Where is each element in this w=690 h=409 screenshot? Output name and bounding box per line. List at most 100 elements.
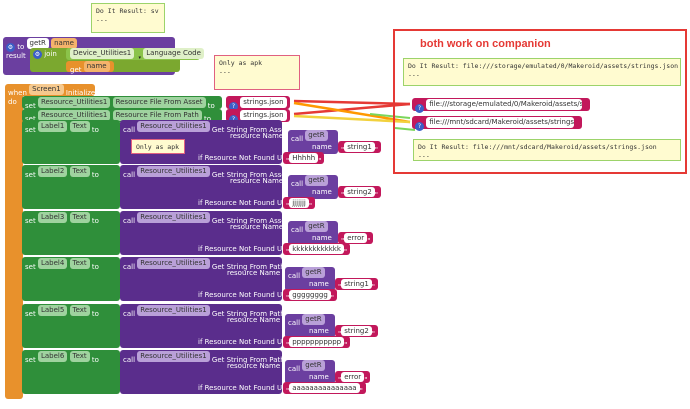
resource-name-value[interactable]: error bbox=[341, 372, 365, 382]
strings-json-path[interactable]: ? strings.json bbox=[226, 109, 290, 124]
gear-icon: ⚙ bbox=[6, 42, 15, 52]
procedure-name-field[interactable]: getR bbox=[26, 38, 49, 49]
set-label-text: set Label5 Text to bbox=[25, 305, 99, 320]
device-comp-dropdown[interactable]: Device_Utilities1 bbox=[70, 48, 135, 59]
set-label-text: set Label2 Text to bbox=[25, 166, 99, 181]
procedure-header: ⚙ to getR name bbox=[6, 38, 77, 53]
fallback-value[interactable]: kkkkkkkkkkkk bbox=[289, 244, 344, 254]
param-name[interactable]: name bbox=[51, 38, 77, 49]
label-component-dropdown[interactable]: Label6 bbox=[37, 351, 68, 362]
text-property-dropdown[interactable]: Text bbox=[69, 258, 90, 269]
initialize-event: Initialize bbox=[65, 89, 96, 97]
getR-dropdown[interactable]: getR bbox=[302, 314, 325, 325]
only-as-apk-note-top: Only as apk --- bbox=[214, 55, 300, 90]
resource-comp-dropdown[interactable]: Resource_Utilities1 bbox=[37, 97, 111, 108]
call-getR-header: call getR bbox=[291, 175, 328, 190]
do-keyword: do bbox=[8, 98, 17, 106]
resource-comp-dropdown[interactable]: Resource_Utilities1 bbox=[137, 351, 210, 362]
label-component-dropdown[interactable]: Label4 bbox=[37, 258, 68, 269]
asset-property-dropdown[interactable]: Resource File From Asset bbox=[112, 97, 206, 108]
resource-name-string[interactable]: "error" bbox=[338, 232, 374, 245]
path-sdcard-text[interactable]: file:///mnt/sdcard/Makeroid/assets/strin… bbox=[426, 117, 575, 128]
resource-name-label: resource Name bbox=[230, 223, 284, 231]
fallback-value[interactable]: gggggggg bbox=[289, 290, 331, 300]
call-getR-header: call getR bbox=[288, 314, 325, 329]
fallback-string[interactable]: "Hhhhh" bbox=[283, 152, 325, 165]
quote-open: " bbox=[286, 157, 290, 165]
getR-dropdown[interactable]: getR bbox=[305, 221, 328, 232]
resource-name-value[interactable]: string2 bbox=[341, 326, 372, 336]
get-name-dropdown[interactable]: name bbox=[83, 61, 110, 72]
quote-open: " bbox=[286, 202, 290, 210]
resource-name-value[interactable]: string1 bbox=[344, 142, 375, 152]
screen-dropdown[interactable]: Screen1 bbox=[29, 84, 64, 95]
resource-name-value[interactable]: string2 bbox=[344, 187, 375, 197]
fallback-string[interactable]: "ppppppppppp" bbox=[283, 336, 351, 349]
path-storage-block[interactable]: ? file:///storage/emulated/0/Makeroid/as… bbox=[412, 98, 590, 113]
fallback-value[interactable]: aaaaaaaaaaaaaaa bbox=[289, 383, 360, 393]
text-property-dropdown[interactable]: Text bbox=[69, 351, 90, 362]
label-component-dropdown[interactable]: Label1 bbox=[37, 121, 68, 132]
not-found-label: if Resource Not Found Use bbox=[198, 199, 291, 207]
set-asset-file-text: set Resource_Utilities1 Resource File Fr… bbox=[25, 97, 215, 112]
call-keyword: call bbox=[123, 356, 136, 364]
strings-json-path-text[interactable]: strings.json bbox=[240, 110, 287, 121]
strings-json-asset-text[interactable]: strings.json bbox=[240, 97, 287, 108]
resource-comp-dropdown[interactable]: Resource_Utilities1 bbox=[37, 110, 111, 121]
set-keyword: set bbox=[25, 263, 36, 271]
getR-dropdown[interactable]: getR bbox=[302, 267, 325, 278]
resource-name-string[interactable]: "string2" bbox=[335, 325, 379, 338]
call-keyword: call bbox=[288, 365, 301, 373]
text-property-dropdown[interactable]: Text bbox=[69, 305, 90, 316]
join-label: join bbox=[44, 50, 57, 58]
label-component-dropdown[interactable]: Label2 bbox=[37, 166, 68, 177]
call-keyword: call bbox=[123, 263, 136, 271]
not-found-label: if Resource Not Found Use bbox=[198, 338, 291, 346]
resource-name-value[interactable]: error bbox=[344, 233, 368, 243]
language-code-dropdown[interactable]: Language Code bbox=[143, 48, 204, 59]
resource-comp-dropdown[interactable]: Resource_Utilities1 bbox=[137, 166, 210, 177]
fallback-value[interactable]: jjjjjjj bbox=[289, 198, 309, 208]
quote-open: " bbox=[286, 387, 290, 395]
path-sdcard-block[interactable]: ? file:///mnt/sdcard/Makeroid/assets/str… bbox=[412, 116, 582, 131]
fallback-value[interactable]: ppppppppppp bbox=[289, 337, 345, 347]
label-component-dropdown[interactable]: Label3 bbox=[37, 212, 68, 223]
quote-close: " bbox=[318, 157, 322, 165]
method-name: Get String From Path bbox=[211, 356, 285, 364]
resource-comp-dropdown[interactable]: Resource_Utilities1 bbox=[137, 212, 210, 223]
quote-open: " bbox=[338, 376, 342, 384]
getR-dropdown[interactable]: getR bbox=[305, 175, 328, 186]
fallback-value[interactable]: Hhhhh bbox=[289, 153, 319, 163]
text-property-dropdown[interactable]: Text bbox=[69, 121, 90, 132]
resource-name-string[interactable]: "error" bbox=[335, 371, 371, 384]
getR-dropdown[interactable]: getR bbox=[305, 130, 328, 141]
path-storage-text[interactable]: file:///storage/emulated/0/Makeroid/asse… bbox=[426, 99, 583, 110]
strings-json-asset[interactable]: ? strings.json bbox=[226, 96, 290, 111]
fallback-string[interactable]: "jjjjjjj" bbox=[283, 197, 316, 210]
set-keyword: set bbox=[25, 102, 36, 110]
resource-name-value[interactable]: string1 bbox=[341, 279, 372, 289]
to-keyword: to bbox=[91, 356, 99, 364]
fallback-string[interactable]: "aaaaaaaaaaaaaaa" bbox=[283, 382, 366, 395]
call-keyword: call bbox=[291, 226, 304, 234]
resource-name-string[interactable]: "string1" bbox=[335, 278, 379, 291]
path-property-dropdown[interactable]: Resource File From Path bbox=[112, 110, 202, 121]
fallback-string[interactable]: "kkkkkkkkkkkk" bbox=[283, 243, 351, 256]
get-label: get bbox=[70, 66, 82, 74]
resource-name-string[interactable]: "string2" bbox=[338, 186, 382, 199]
when-initialize-block[interactable] bbox=[5, 86, 23, 399]
text-property-dropdown[interactable]: Text bbox=[69, 166, 90, 177]
label-component-dropdown[interactable]: Label5 bbox=[37, 305, 68, 316]
quote-close: " bbox=[344, 341, 348, 349]
resource-comp-dropdown[interactable]: Resource_Utilities1 bbox=[137, 258, 210, 269]
fallback-string[interactable]: "gggggggg" bbox=[283, 289, 338, 302]
companion-panel-title: both work on companion bbox=[420, 38, 551, 50]
resource-comp-dropdown[interactable]: Resource_Utilities1 bbox=[137, 121, 210, 132]
resource-comp-dropdown[interactable]: Resource_Utilities1 bbox=[137, 305, 210, 316]
text-property-dropdown[interactable]: Text bbox=[69, 212, 90, 223]
set-keyword: set bbox=[25, 356, 36, 364]
resource-name-string[interactable]: "string1" bbox=[338, 141, 382, 154]
getR-dropdown[interactable]: getR bbox=[302, 360, 325, 371]
set-label-text: set Label6 Text to bbox=[25, 351, 99, 366]
get-string-call-header: call Resource_Utilities1 Get String From… bbox=[123, 121, 288, 136]
